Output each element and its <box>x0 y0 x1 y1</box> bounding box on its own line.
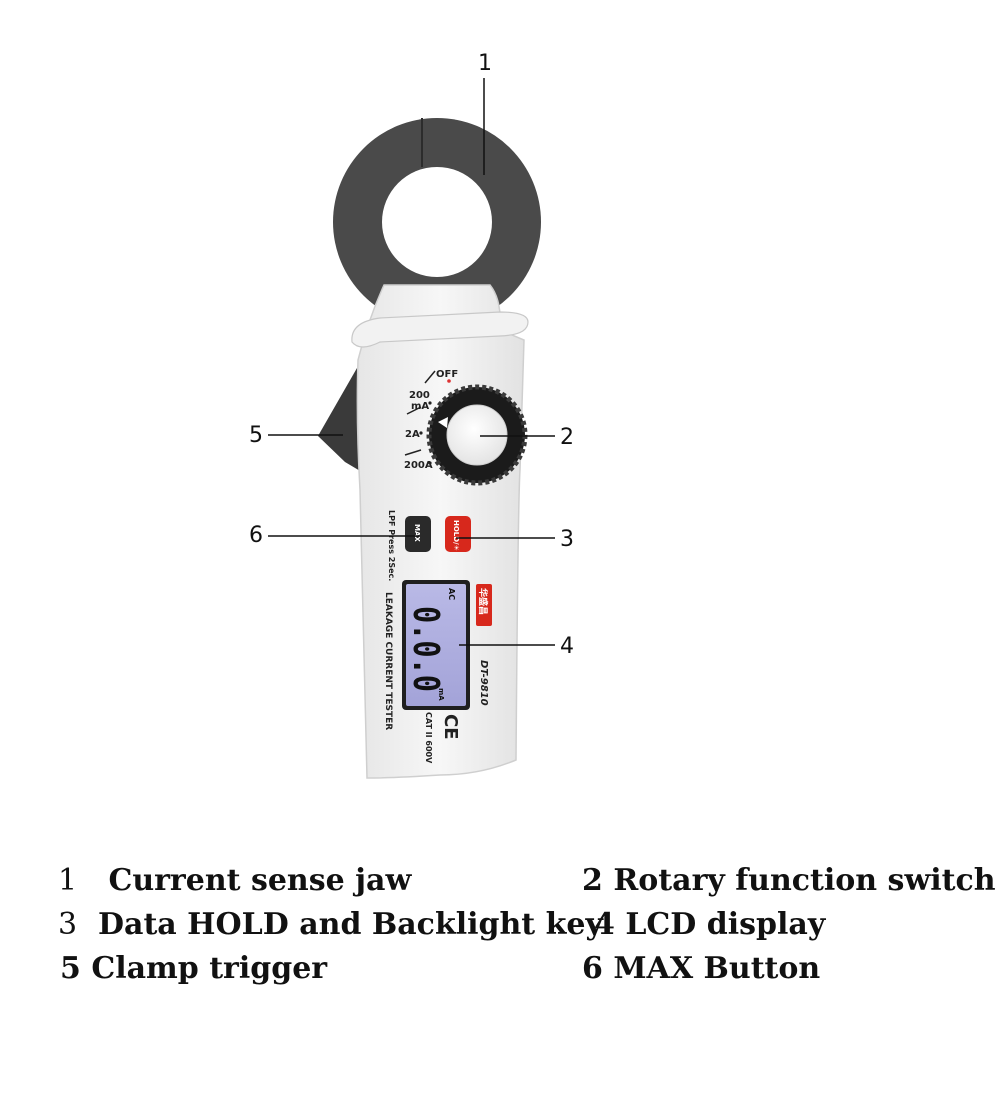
callout-2: 2 <box>480 425 574 450</box>
lcd-unit: mA <box>437 688 445 701</box>
legend-item-2: 2 Rotary function switch <box>582 866 996 896</box>
lcd-reading: 0.0.0 <box>405 606 446 692</box>
hold-backlight-key[interactable]: HOLD/☀ <box>445 516 471 552</box>
lcd-display: AC 0.0.0 mA <box>402 580 470 710</box>
callout-5: 5 <box>249 423 343 448</box>
product-name: LEAKAGE CURRENT TESTER <box>383 592 393 730</box>
callout-number-2: 2 <box>560 425 574 450</box>
dial-scale: OFF 200 mA 2A 200A <box>404 369 458 471</box>
legend-item-1: 1 Current sense jaw <box>58 866 411 896</box>
callout-number-4: 4 <box>560 634 574 659</box>
legend-item-4: 4 LCD display <box>594 910 825 940</box>
dial-label-off: OFF <box>436 369 458 380</box>
legend-item-6: 6 MAX Button <box>582 954 820 984</box>
legend-number-5: 5 <box>60 951 81 986</box>
ce-mark: CE <box>440 714 461 740</box>
legend-number-2: 2 <box>582 863 603 898</box>
current-sense-jaw <box>333 118 541 326</box>
legend-text-3: Data HOLD and Backlight key <box>97 907 603 942</box>
callout-3: 3 <box>456 527 574 552</box>
callout-number-3: 3 <box>560 527 574 552</box>
lpf-note: LPF Press 2Sec. <box>387 510 396 581</box>
callout-number-5: 5 <box>249 423 263 448</box>
wrist-strap <box>351 311 529 348</box>
legend-item-5: 5 Clamp trigger <box>60 954 327 984</box>
model-number: DT-9810 <box>478 660 489 706</box>
callout-number-1: 1 <box>478 51 492 76</box>
svg-text:华盛昌: 华盛昌 <box>477 588 489 615</box>
legend-text-6: MAX Button <box>613 951 821 986</box>
legend-text-5: Clamp trigger <box>91 951 328 986</box>
legend-number-3: 3 <box>58 907 78 942</box>
callout-number-6: 6 <box>249 523 263 548</box>
legend-number-4: 4 <box>594 907 615 942</box>
dial-label-ma-unit: mA <box>411 401 429 412</box>
hold-button-label: HOLD/☀ <box>452 520 460 551</box>
callout-1: 1 <box>478 51 492 175</box>
brand-logo: 华盛昌 <box>476 584 492 626</box>
callout-6: 6 <box>249 523 419 548</box>
dial-label-200ma: 200 <box>409 390 430 401</box>
legend-text-1: Current sense jaw <box>108 863 412 898</box>
legend-item-3: 3 Data HOLD and Backlight key <box>58 910 603 940</box>
max-button-label: MAX <box>413 524 421 542</box>
dial-label-2a: 2A <box>405 429 420 440</box>
lcd-mode: AC <box>447 588 456 600</box>
legend-number-1: 1 <box>58 863 78 898</box>
legend-number-6: 6 <box>582 951 603 986</box>
max-button[interactable]: MAX <box>405 516 431 552</box>
rotary-function-switch[interactable] <box>426 384 528 486</box>
legend-text-2: Rotary function switch <box>613 863 996 898</box>
safety-rating: CAT II 600V <box>424 712 433 764</box>
legend-text-4: LCD display <box>625 907 826 942</box>
callout-4: 4 <box>459 634 574 659</box>
dial-label-200a: 200A <box>404 460 433 471</box>
